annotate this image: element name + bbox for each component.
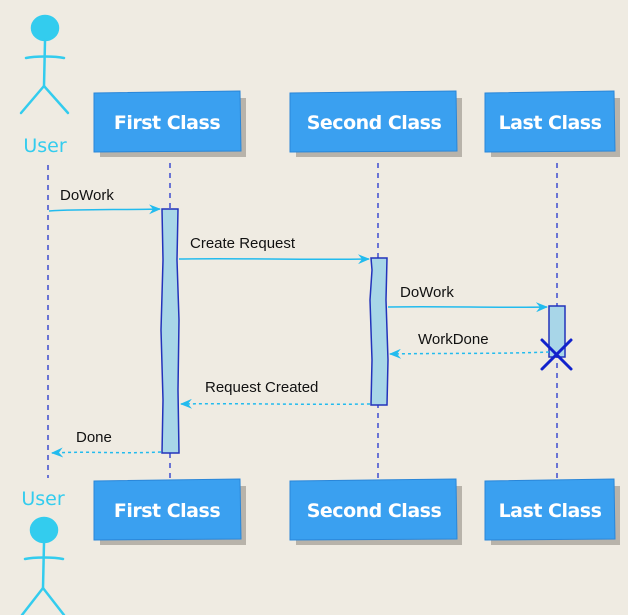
destroy-mark xyxy=(540,338,573,371)
message-label-m2: Create Request xyxy=(190,235,296,252)
message-label-m1: DoWork xyxy=(60,187,114,204)
message-arrow-m3 xyxy=(387,302,548,313)
actor-head xyxy=(30,14,60,42)
message-arrow-m5 xyxy=(180,398,371,409)
actor-user-top xyxy=(19,14,70,115)
messages xyxy=(48,204,550,458)
message-arrow-m4 xyxy=(389,348,550,359)
participant-label: First Class xyxy=(114,112,220,134)
activation-first-class xyxy=(160,208,180,454)
participant-second-class: Second Class xyxy=(289,90,462,157)
participant-label: Last Class xyxy=(499,112,602,134)
actor-arms xyxy=(24,55,66,60)
actor-legs xyxy=(19,84,70,115)
participant-label: Second Class xyxy=(307,500,442,522)
message-arrow-m1 xyxy=(48,204,161,215)
actor-legs xyxy=(20,585,66,615)
activations xyxy=(160,208,566,454)
actor-label-top: User xyxy=(23,135,66,157)
activation-last-class xyxy=(548,305,566,358)
activation-second-class xyxy=(369,257,389,406)
message-label-m3: DoWork xyxy=(400,284,454,301)
participant-first-class: First Class xyxy=(93,90,246,157)
message-label-m4: WorkDone xyxy=(418,331,489,348)
participant-label: Last Class xyxy=(499,500,602,522)
message-label-m5: Request Created xyxy=(205,379,318,396)
message-arrow-m2 xyxy=(178,254,370,265)
participants-top: First Class Second Class Last Class xyxy=(93,90,620,157)
actor-body xyxy=(42,39,47,88)
participant-first-class: First Class xyxy=(93,478,246,545)
participant-label: Second Class xyxy=(307,112,442,134)
participants-bottom: First Class Second Class Last Class xyxy=(93,478,620,545)
actor-head xyxy=(29,516,59,544)
message-label-m6: Done xyxy=(76,429,112,446)
actor-label-bottom: User xyxy=(21,488,64,510)
participant-label: First Class xyxy=(114,500,220,522)
participant-last-class: Last Class xyxy=(484,478,620,545)
lifelines xyxy=(47,163,558,478)
participant-second-class: Second Class xyxy=(289,478,462,545)
actor-body xyxy=(41,541,46,590)
message-arrow-m6 xyxy=(51,447,162,458)
participant-last-class: Last Class xyxy=(484,90,620,157)
message-labels: DoWork Create Request DoWork WorkDone Re… xyxy=(60,187,489,446)
actor-user-bottom xyxy=(20,516,66,615)
actor-arms xyxy=(23,556,65,561)
